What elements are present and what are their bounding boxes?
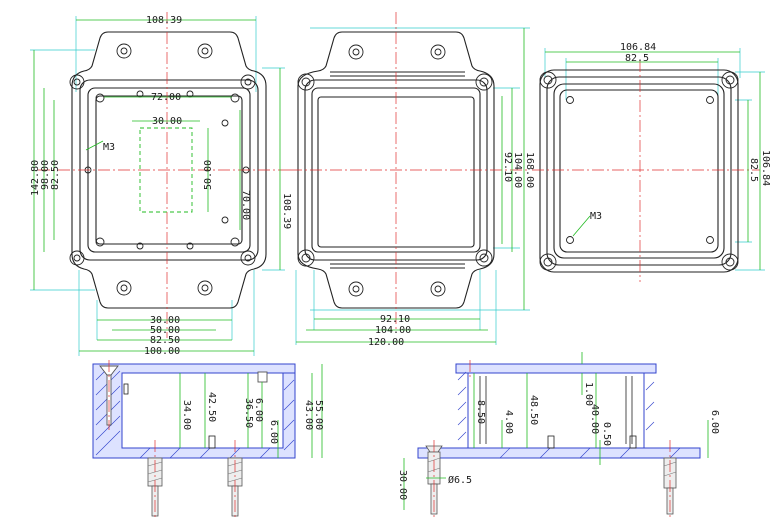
dim-center-right-a: 92.10 [502, 152, 513, 182]
dim-sec-left-c: 36.50 [243, 398, 254, 428]
dim-left-mid: 98.00 [40, 160, 51, 190]
dim-inner-width: 72.00 [151, 92, 181, 103]
dim-bottom-d: 100.00 [144, 346, 180, 357]
dim-sec-right-h: 30.00 [397, 470, 408, 500]
dim-sec-right-b: 4.00 [503, 410, 514, 434]
dim-sec-left-f: 43.00 [303, 400, 314, 430]
dim-center-right-c: 168.00 [524, 152, 535, 188]
dim-slot-width: 30.00 [152, 116, 182, 127]
dim-hole-vertical: 70.00 [240, 190, 251, 220]
dim-right-side-a: 82.5 [748, 158, 759, 182]
view-top-right: 106.84 82.5 M3 82.5 106.84 [532, 42, 770, 282]
dim-left-outer: 142.80 [30, 160, 41, 196]
dim-left-inner: 82.50 [50, 160, 61, 190]
dim-slot-height: 50.00 [203, 160, 214, 190]
dim-sec-right-d: 1.00 [583, 382, 594, 406]
dim-sec-right-a: 8.50 [475, 400, 486, 424]
dim-sec-right-e: 40.00 [589, 404, 600, 434]
dim-sec-right-c: 48.50 [528, 395, 539, 425]
dim-bottom-b: 50.00 [150, 325, 180, 336]
dim-center-bottom-b: 104.00 [375, 325, 411, 336]
dim-sec-left-b: 42.50 [206, 392, 217, 422]
dim-sec-right-f: 0.50 [601, 422, 612, 446]
dim-sec-left-a: 34.00 [181, 400, 192, 430]
dim-bottom-c: 82.50 [150, 335, 180, 346]
dim-center-bottom-a: 92.10 [380, 314, 410, 325]
dim-center-right-b: 104.00 [512, 152, 523, 188]
dim-right-side-b: 106.84 [760, 150, 770, 186]
view-section-right: 8.50 4.00 48.50 1.00 40.00 0.50 6.00 30.… [397, 352, 720, 520]
label-thread-right: M3 [590, 211, 602, 222]
label-thread-left: M3 [103, 142, 115, 153]
dim-right-top-b: 82.5 [625, 53, 649, 64]
dim-sec-left-g: 55.00 [313, 400, 324, 430]
dim-right-top-a: 106.84 [620, 42, 656, 53]
view-top-center: 92.10 104.00 168.00 92.10 104.00 120.00 [290, 12, 535, 348]
dim-sec-right-dia: Ø6.5 [448, 474, 472, 486]
dim-sec-left-e: 6.00 [268, 420, 279, 444]
dim-sec-right-g: 6.00 [709, 410, 720, 434]
dim-center-bottom-c: 120.00 [368, 337, 404, 348]
view-section-left: 34.00 42.50 36.50 6.00 6.00 43.00 55.00 [92, 360, 324, 520]
dim-bottom-a: 30.00 [150, 315, 180, 326]
dim-sec-left-d: 6.00 [253, 398, 264, 422]
dim-top-width: 108.39 [146, 15, 182, 26]
view-top-left: 108.39 72.00 30.00 M3 142.80 98.00 82.50… [30, 12, 292, 357]
dim-right-height: 108.39 [281, 193, 292, 229]
